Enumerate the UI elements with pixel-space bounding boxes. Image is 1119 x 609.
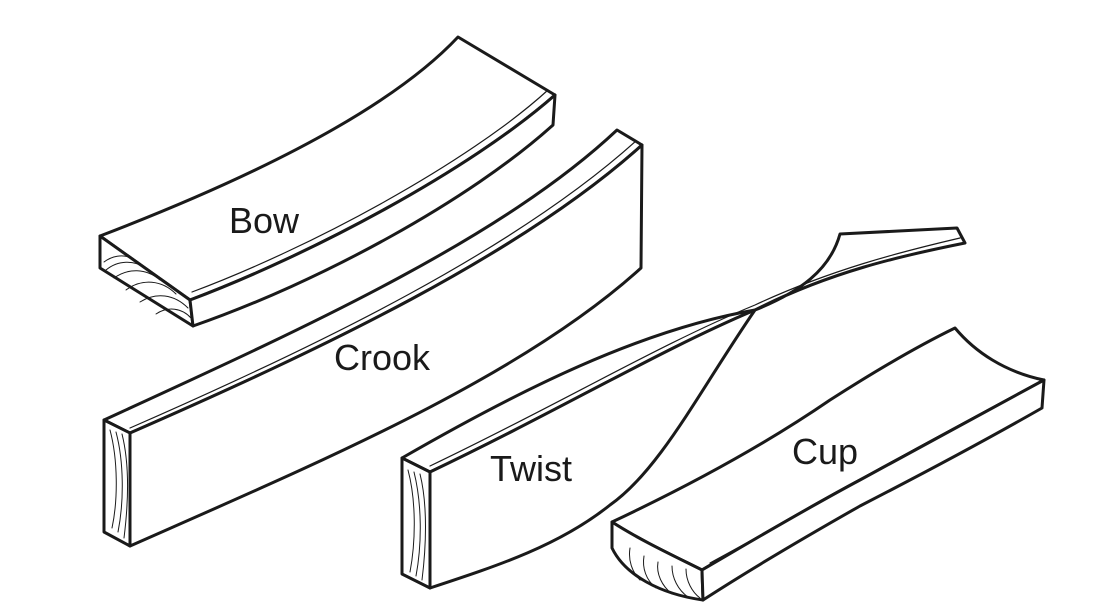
cup-end-grain [629, 547, 701, 599]
bow-board [98, 35, 557, 328]
crook-label: Crook [334, 337, 431, 378]
crook-end-grain [109, 429, 128, 539]
crook-board [102, 128, 644, 548]
crook-side-face [128, 143, 644, 548]
twist-side-face [428, 308, 757, 590]
bow-end-grain [103, 255, 192, 319]
bow-label: Bow [229, 200, 300, 241]
twist-end-grain [407, 469, 426, 581]
cup-arris-line [709, 383, 1037, 564]
crook-end-face [102, 418, 132, 548]
bow-side-face [188, 93, 557, 328]
twist-board [400, 226, 967, 590]
cup-board [610, 326, 1046, 602]
twist-label: Twist [490, 448, 572, 489]
cup-label: Cup [792, 431, 858, 472]
crook-arris-line [129, 140, 637, 429]
bow-arris-line [191, 89, 549, 293]
twist-arris-line [429, 237, 961, 467]
